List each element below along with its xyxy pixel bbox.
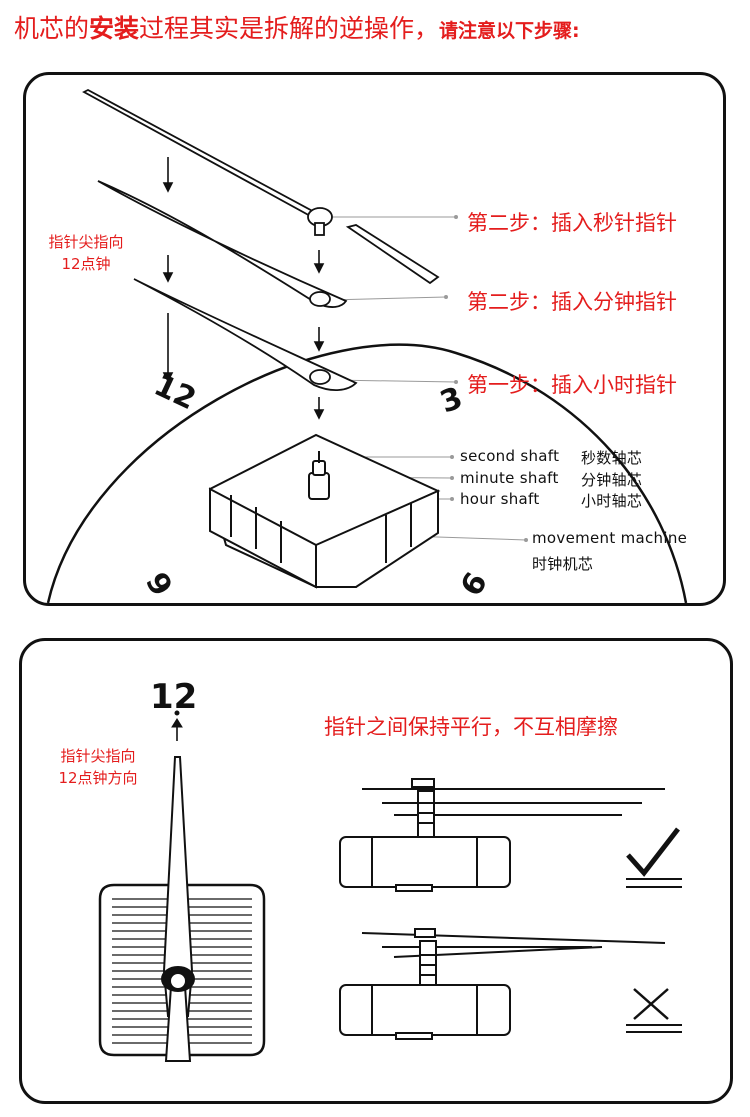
hand-tip-note: 指针尖指向 12点钟 (36, 231, 136, 275)
hour-hand (133, 278, 358, 391)
arrow-down-icon (162, 182, 174, 193)
page-title: 机芯的安装过程其实是拆解的逆操作，请注意以下步骤: (14, 9, 744, 47)
step-insert-hour-hand: 第一步：插入小时指针 (467, 373, 677, 397)
alignment-illustration (98, 710, 682, 1062)
hand-tip-note-line-1: 指针尖指向 (48, 233, 124, 251)
step-insert-second-hand: 第二步：插入秒针指针 (467, 211, 677, 235)
twelve-oclock-label: 12 (150, 677, 198, 717)
hand-direction-note: 指针尖指向 12点钟方向 (36, 745, 160, 789)
correct-side-view (339, 778, 665, 892)
parallel-hands-note: 指针之间保持平行，不互相摩擦 (324, 715, 618, 739)
down-arrows (162, 157, 325, 420)
minute-shaft-label: minute shaft (460, 469, 559, 487)
title-part-1: 机芯的 (14, 14, 90, 43)
hand-tip-note-line-2: 12点钟 (61, 255, 111, 273)
installation-diagram-panel: 12 3 6 9 指针尖指向 12点钟 第二步：插入秒针指针 第二步：插入分钟指… (23, 72, 726, 606)
minute-shaft-label-cn: 分钟轴芯 (581, 471, 643, 489)
movement-machine-illustration (208, 433, 441, 589)
vertical-hands (161, 756, 195, 1062)
title-part-3: 过程其实是拆解的逆操作， (139, 14, 440, 43)
hour-shaft-label-cn: 小时轴芯 (581, 492, 643, 510)
clock-dial-arc (46, 343, 688, 603)
alignment-tips-panel: 12 指针尖指向 12点钟方向 指针之间保持平行，不互相摩擦 (19, 638, 733, 1104)
second-shaft-label-cn: 秒数轴芯 (581, 449, 643, 467)
second-shaft-label: second shaft (460, 447, 560, 465)
minute-hand (97, 180, 348, 308)
arrow-down-icon (313, 409, 325, 420)
arrow-up-icon (171, 710, 183, 741)
arrow-down-icon (162, 372, 174, 383)
title-part-2: 安装 (89, 14, 140, 43)
step-insert-minute-hand: 第二步：插入分钟指针 (467, 290, 677, 314)
wrong-side-view (339, 928, 666, 1040)
arrow-down-icon (313, 263, 325, 274)
cross-icon (626, 988, 682, 1033)
hand-direction-note-line-2: 12点钟方向 (58, 769, 138, 787)
hour-shaft-label: hour shaft (460, 490, 540, 508)
title-part-4: 请注意以下步骤: (439, 20, 580, 42)
arrow-down-icon (313, 341, 325, 352)
installation-illustration (46, 88, 688, 603)
movement-machine-label: movement machine (532, 529, 688, 547)
check-icon (626, 827, 682, 888)
second-hand (82, 88, 440, 285)
movement-machine-label-cn: 时钟机芯 (532, 555, 594, 573)
hand-direction-note-line-1: 指针尖指向 (60, 747, 136, 765)
arrow-down-icon (162, 272, 174, 283)
